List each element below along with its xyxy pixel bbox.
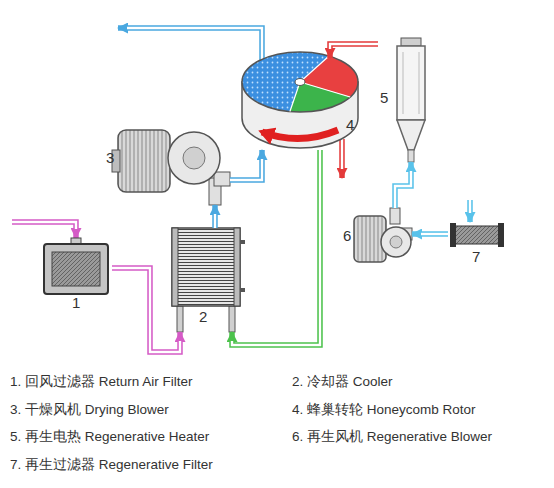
regenerative-blower-figure bbox=[354, 208, 412, 262]
drying-blower-figure-part bbox=[214, 172, 230, 186]
regen-intake-arrow-part bbox=[469, 200, 471, 213]
air-pipe bbox=[232, 150, 320, 345]
return-air-filter: 1 bbox=[40, 238, 112, 313]
air-pipe bbox=[395, 162, 411, 208]
regenerative-heater-figure-part bbox=[408, 150, 414, 162]
regenerative-blower-figure-part bbox=[390, 208, 400, 224]
pipe-outline bbox=[232, 150, 320, 345]
air-pipe bbox=[112, 268, 180, 352]
exhaust-pipe-part bbox=[339, 139, 345, 178]
cooler-figure-part bbox=[172, 228, 240, 306]
return-air-filter-figure-part bbox=[52, 252, 100, 286]
regenerative-heater-figure-part bbox=[397, 120, 425, 150]
return-air-filter-figure-part bbox=[44, 244, 108, 294]
key-entry: 1. 回风过滤器 Return Air Filter bbox=[10, 374, 193, 390]
honeycomb-rotor: 4 bbox=[240, 58, 362, 150]
key-entry: 3. 干燥风机 Drying Blower bbox=[10, 402, 169, 418]
key-entry: 6. 再生风机 Regenerative Blower bbox=[292, 429, 492, 445]
pipe-outline bbox=[212, 205, 218, 228]
air-pipe bbox=[412, 234, 448, 235]
exhaust-pipe bbox=[342, 139, 343, 178]
air-pipe bbox=[330, 44, 378, 58]
return-air-filter-figure bbox=[44, 238, 108, 294]
drying-blower-figure bbox=[112, 130, 230, 205]
cooler-figure-part bbox=[240, 288, 245, 292]
cooler-figure bbox=[172, 228, 245, 332]
regenerative-blower-figure-part bbox=[381, 227, 411, 257]
regen-intake-arrow-part bbox=[467, 200, 473, 222]
regenerative-heater: 5 bbox=[378, 36, 432, 162]
pipe-bore bbox=[214, 214, 216, 228]
cooler-figure-part bbox=[240, 240, 245, 244]
supply-air-pipe bbox=[118, 28, 262, 64]
callout-number: 5 bbox=[380, 90, 388, 106]
return-air-inlet-pipe-part bbox=[12, 222, 76, 238]
pipe-outline bbox=[112, 268, 180, 352]
regenerative-filter: 7 bbox=[448, 222, 506, 267]
cooler-figure-part bbox=[172, 228, 178, 306]
callout-number: 1 bbox=[72, 295, 80, 311]
key-entry: 4. 蜂巢转轮 Honeycomb Rotor bbox=[292, 402, 476, 418]
regenerative-filter-figure-part bbox=[498, 223, 504, 247]
pipe-outline bbox=[230, 150, 262, 180]
return-air-inlet-pipe-part bbox=[12, 222, 76, 229]
regenerative-blower-figure-part bbox=[390, 236, 402, 248]
regenerative-filter-figure-part bbox=[450, 223, 456, 247]
callout-number: 3 bbox=[106, 150, 114, 166]
drying-blower-figure-part bbox=[118, 130, 170, 192]
pipe-bore bbox=[395, 171, 411, 208]
return-air-inlet-pipe bbox=[12, 222, 76, 238]
exhaust-pipe-part bbox=[341, 139, 343, 169]
drying-blower: 3 bbox=[100, 118, 230, 205]
honeycomb-rotor-figure-part bbox=[262, 130, 338, 139]
supply-air-pipe-part bbox=[118, 28, 262, 64]
cooler-figure-part bbox=[229, 306, 235, 332]
key-entry: 7. 再生过滤器 Regenerative Filter bbox=[10, 457, 213, 473]
regenerative-heater-figure bbox=[397, 38, 425, 162]
regen-intake-arrow bbox=[470, 200, 471, 222]
regenerative-filter-figure bbox=[450, 223, 504, 247]
regenerative-filter-figure-part bbox=[454, 226, 500, 244]
regenerative-heater-figure-part bbox=[401, 38, 421, 46]
pipe-outline bbox=[412, 231, 448, 237]
regenerative-heater-figure-part bbox=[397, 46, 425, 120]
honeycomb-rotor-figure-part bbox=[295, 79, 305, 86]
callout-number: 7 bbox=[472, 249, 480, 265]
air-pipe bbox=[215, 205, 216, 228]
drying-blower-figure-part bbox=[183, 147, 205, 169]
cooler-figure-part bbox=[234, 228, 240, 306]
pipe-bore bbox=[421, 233, 448, 235]
regenerative-heater-figure-part bbox=[403, 52, 419, 114]
pipe-bore bbox=[112, 268, 180, 352]
air-pipe bbox=[230, 150, 262, 180]
cooler: 2 bbox=[168, 228, 246, 332]
key-entry: 5. 再生电热 Regenerative Heater bbox=[10, 429, 209, 445]
pipe-bore bbox=[330, 44, 378, 49]
drying-blower-figure-part bbox=[168, 132, 220, 184]
callout-number: 6 bbox=[343, 228, 351, 244]
pipe-bore bbox=[230, 159, 262, 180]
regenerative-blower: 6 bbox=[340, 208, 412, 270]
callout-number: 2 bbox=[199, 309, 207, 325]
callout-number: 4 bbox=[346, 117, 354, 133]
pipe-outline bbox=[330, 44, 378, 58]
honeycomb-rotor-figure-part bbox=[290, 56, 350, 112]
key-entry: 2. 冷却器 Cooler bbox=[292, 374, 393, 390]
pipe-outline bbox=[395, 162, 411, 208]
supply-air-pipe-part bbox=[127, 28, 262, 64]
pipe-bore bbox=[232, 150, 320, 345]
honeycomb-rotor-figure-part bbox=[242, 52, 358, 112]
honeycomb-rotor-figure bbox=[242, 52, 358, 148]
cooler-figure-part bbox=[177, 306, 183, 332]
